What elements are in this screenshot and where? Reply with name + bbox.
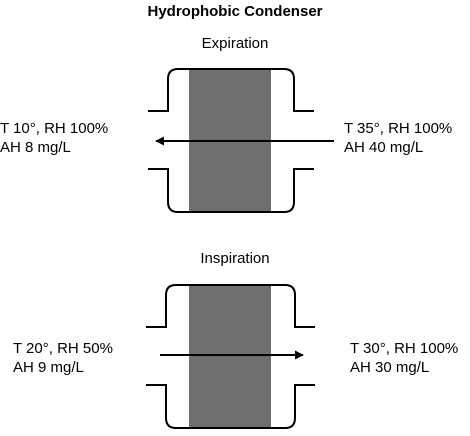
expiration-left-label-line2: AH 8 mg/L: [0, 139, 71, 156]
expiration-condenser-housing: [148, 68, 314, 213]
expiration-right-label-line2: AH 40 mg/L: [344, 139, 423, 156]
inspiration-left-label-line2: AH 9 mg/L: [13, 359, 84, 376]
inspiration-condenser-housing: [146, 284, 315, 429]
inspiration-left-label-line1: T 20°, RH 50%: [13, 340, 113, 357]
expiration-panel: Expiration T 10°, RH 100% AH 8 mg/L T 35…: [0, 35, 452, 213]
inspiration-heading: Inspiration: [200, 250, 269, 267]
diagram-title: Hydrophobic Condenser: [147, 3, 322, 20]
inspiration-right-label-line2: AH 30 mg/L: [350, 359, 429, 376]
expiration-heading: Expiration: [202, 35, 269, 52]
inspiration-filter-media: [189, 286, 271, 427]
inspiration-right-label-line1: T 30°, RH 100%: [350, 340, 458, 357]
expiration-right-label-line1: T 35°, RH 100%: [344, 120, 452, 137]
inspiration-panel: Inspiration T 20°, RH 50% AH 9 mg/L T 30…: [13, 250, 458, 429]
expiration-left-label-line1: T 10°, RH 100%: [0, 120, 108, 137]
